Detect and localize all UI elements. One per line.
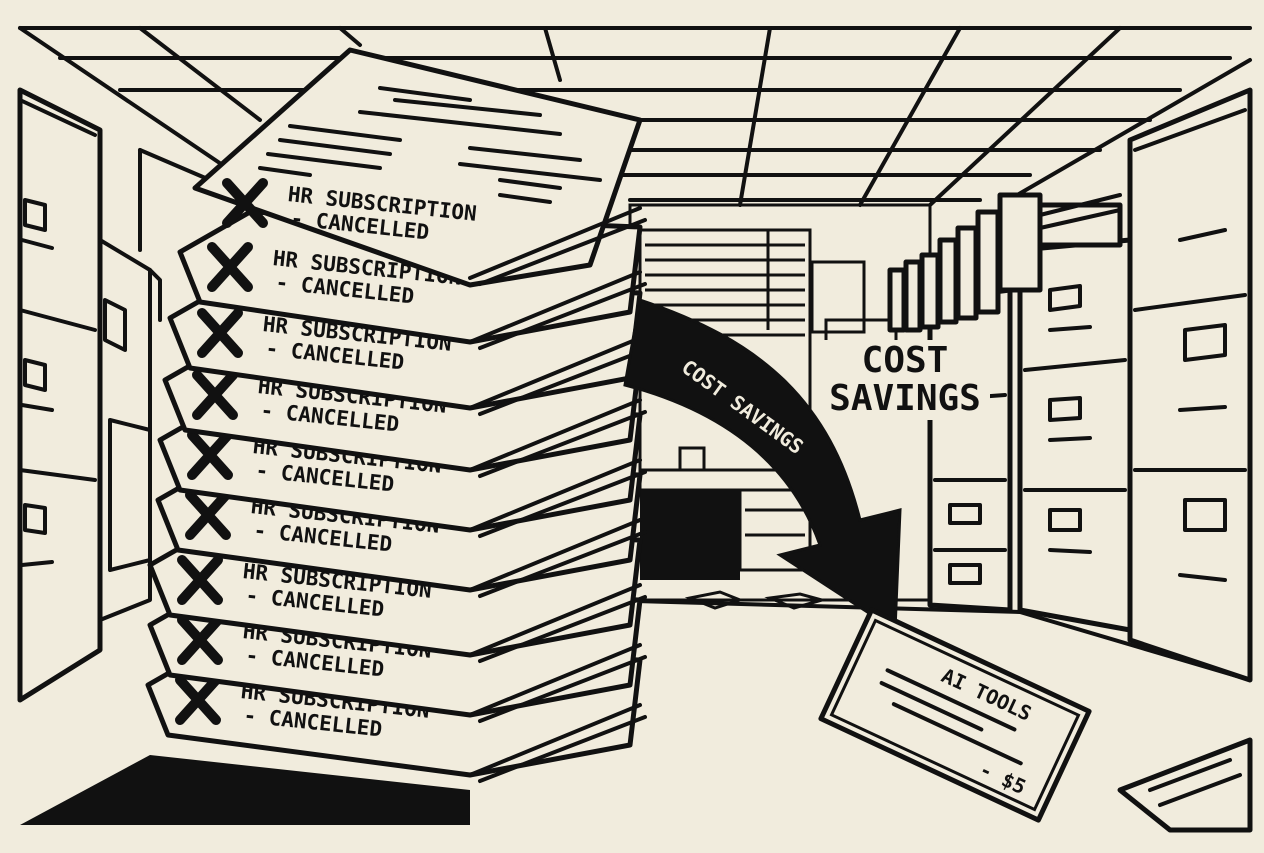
corner-paper [1117,737,1253,833]
left-file-cabinets [17,87,212,703]
cross-mark-icon [177,555,223,605]
binders [887,192,1123,333]
floor-lines [598,598,1252,682]
wall-poster [810,260,866,334]
cancelled-sheet: HR SUBSCRIPTION- CANCELLED [192,47,647,288]
cross-mark-icon [175,675,221,725]
receipt-icon: AI TOOLS - $5 [818,607,1092,823]
cross-mark-icon [222,178,268,228]
trash-bin [698,518,732,572]
cross-mark-icon [187,430,233,480]
ceiling-grid [18,26,1252,207]
back-wall [628,203,932,610]
cross-mark-icon [197,308,243,358]
cost-savings-sign: COST SAVINGS [820,340,990,420]
stack-shadow [20,755,470,825]
cross-mark-icon [185,490,231,540]
desk-shadow [640,490,740,580]
desk-monitor [678,446,706,472]
cross-mark-icon [192,370,238,420]
cross-mark-icon [207,242,253,292]
sign-line-1: COST [862,340,949,381]
top-sheet-text-lines [258,86,602,204]
sign-line-2: SAVINGS [829,378,981,419]
cross-mark-icon [177,615,223,665]
